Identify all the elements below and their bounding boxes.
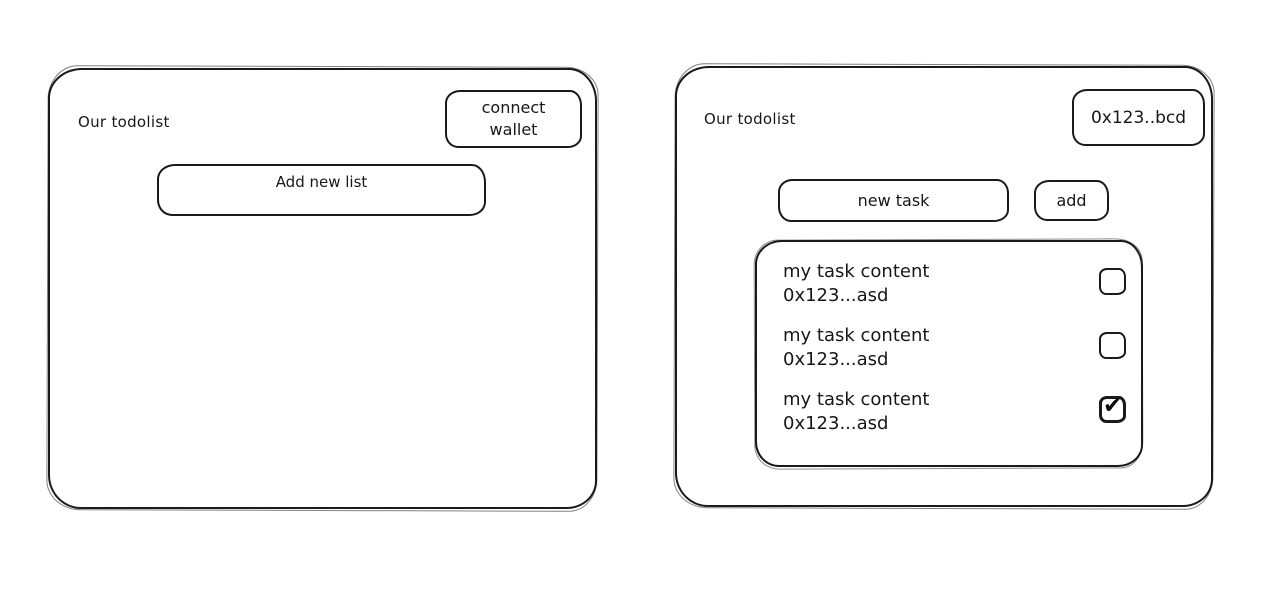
checkmark-icon: ✔ (1103, 393, 1123, 419)
task-text: my task content 0x123...asd (783, 388, 929, 436)
task-list: my task content 0x123...asd ✔ my task co… (755, 240, 1143, 467)
task-address: 0x123...asd (783, 349, 889, 370)
page-title: Our todolist (78, 113, 170, 131)
task-address: 0x123...asd (783, 285, 889, 306)
connect-wallet-button[interactable]: connect wallet (445, 90, 582, 148)
task-row: my task content 0x123...asd ✔ (783, 388, 1126, 436)
add-task-button[interactable]: add (1034, 180, 1109, 221)
task-address: 0x123...asd (783, 413, 889, 434)
task-row: my task content 0x123...asd ✔ (783, 324, 1126, 372)
page-title: Our todolist (704, 110, 796, 128)
task-checkbox[interactable]: ✔ (1099, 332, 1126, 359)
task-text: my task content 0x123...asd (783, 324, 929, 372)
new-task-input[interactable] (778, 179, 1009, 222)
todolist-panel-disconnected: Our todolist connect wallet Add new list (48, 68, 597, 509)
task-checkbox[interactable]: ✔ (1099, 393, 1126, 423)
todolist-panel-connected: Our todolist 0x123..bcd add my task cont… (675, 66, 1213, 507)
task-content: my task content (783, 389, 930, 410)
task-row: my task content 0x123...asd ✔ (783, 260, 1126, 308)
task-text: my task content 0x123...asd (783, 260, 929, 308)
task-content: my task content (783, 261, 930, 282)
wallet-address-button[interactable]: 0x123..bcd (1072, 89, 1205, 146)
add-new-list-button[interactable]: Add new list (157, 164, 486, 216)
task-content: my task content (783, 325, 930, 346)
task-checkbox[interactable]: ✔ (1099, 268, 1126, 295)
